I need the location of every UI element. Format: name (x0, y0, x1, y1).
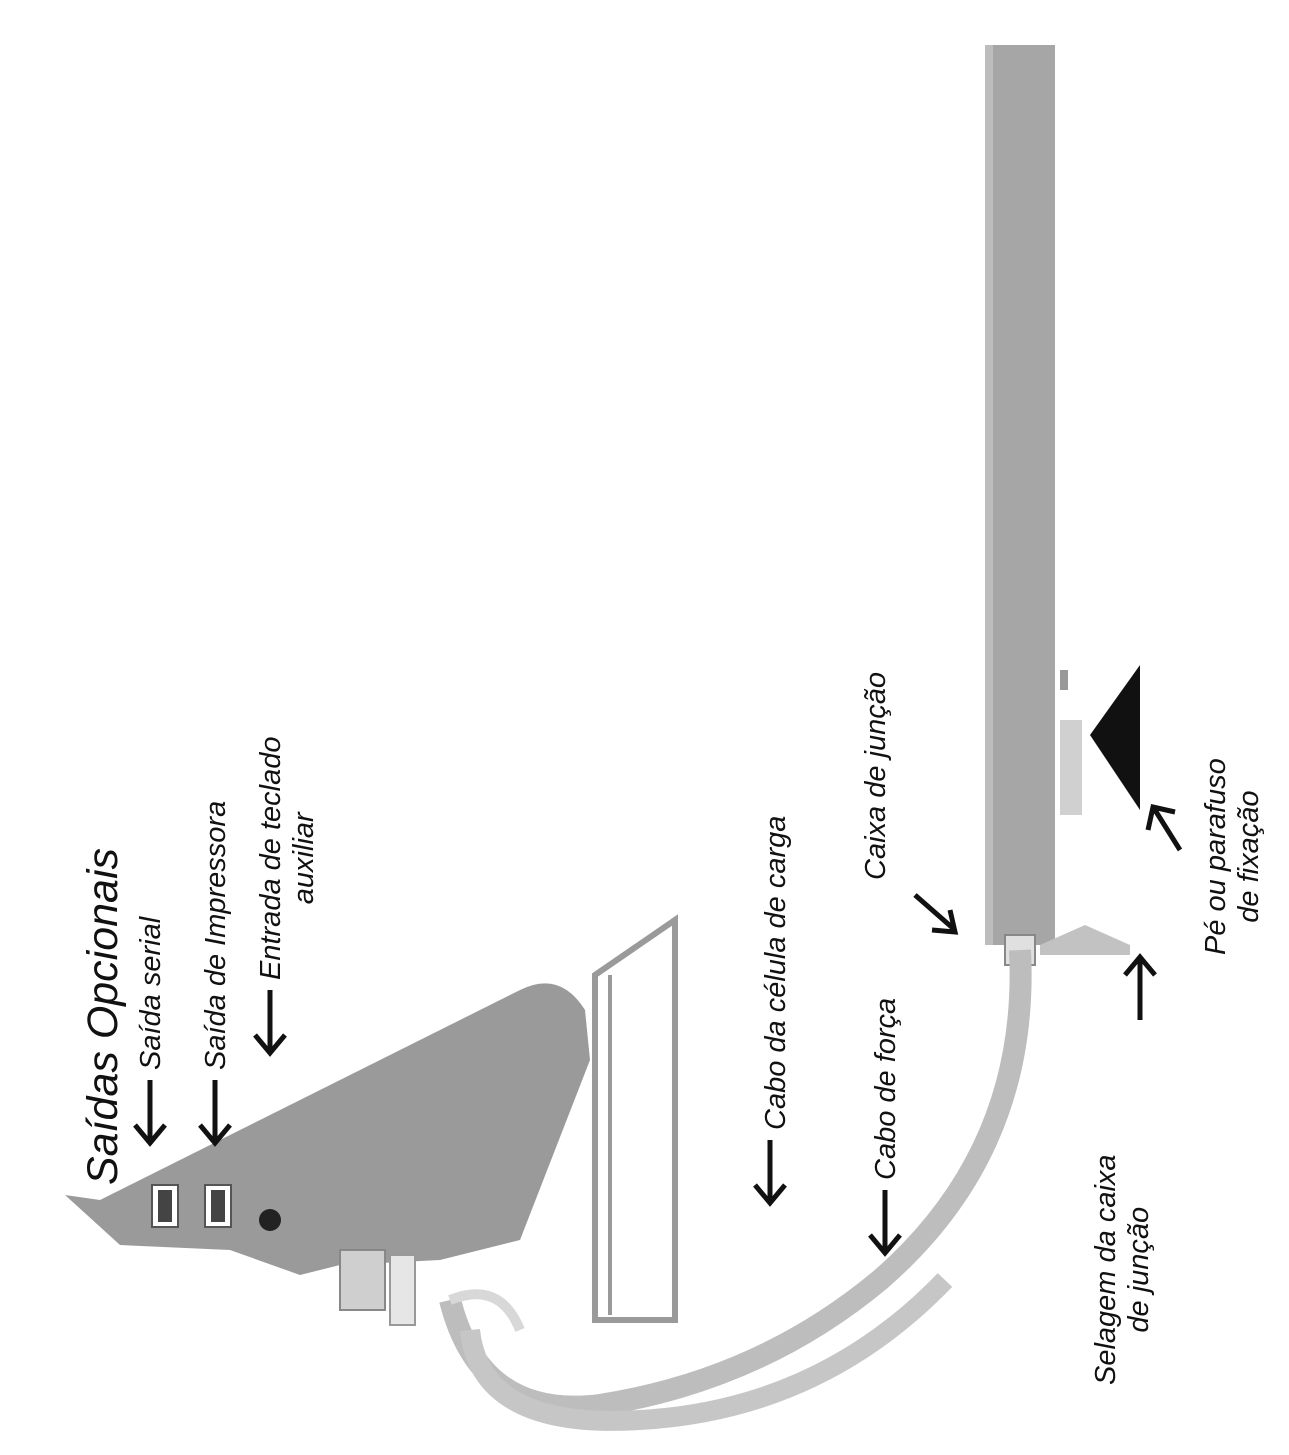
arrow-serial (133, 1080, 167, 1147)
label-seal-line1: Selagem da caixa (1090, 1154, 1122, 1385)
label-foot: Pé ou parafuso de fixação (1200, 758, 1266, 955)
label-seal-line2: de junção (1123, 1206, 1155, 1333)
arrow-keyboard (253, 990, 287, 1057)
indicator-housing (65, 983, 590, 1275)
junction-box-small (1060, 670, 1068, 690)
arrow-power (868, 1190, 902, 1257)
arrow-seal (1123, 953, 1157, 1020)
junction-box (1060, 720, 1082, 815)
diagram-title: Saídas Opcionais (79, 847, 127, 1185)
foot-triangle (1090, 665, 1140, 810)
label-keyboard-line1: Entrada de teclado (255, 736, 287, 980)
junction-seal (1040, 925, 1130, 955)
label-keyboard-input: Entrada de teclado auxiliar (255, 737, 321, 980)
label-power-cable: Cabo de força (870, 997, 902, 1180)
printer-connector-pins (211, 1190, 225, 1222)
label-foot-line1: Pé ou parafuso (1200, 758, 1232, 955)
power-cable (460, 1273, 953, 1431)
serial-connector-pins (158, 1190, 172, 1222)
platform-edge (985, 45, 993, 945)
scale-platform (985, 45, 1055, 945)
keyboard-port (259, 1209, 281, 1231)
arrow-junction-box (913, 893, 959, 935)
arrow-printer (198, 1080, 232, 1147)
label-junction-seal: Selagem da caixa de junção (1090, 1154, 1156, 1385)
cable-loop (448, 1289, 525, 1333)
indicator-bracket-2 (389, 1254, 416, 1326)
label-foot-line2: de fixação (1233, 790, 1265, 923)
arrow-foot (1145, 804, 1183, 852)
label-printer-output: Saída de Impressora (200, 800, 232, 1070)
label-junction-box: Caixa de junção (860, 672, 892, 880)
arrow-load-cell (753, 1140, 787, 1207)
label-keyboard-line2: auxiliar (288, 812, 320, 905)
indicator-bracket (339, 1249, 386, 1311)
indicator-stand (592, 914, 678, 1323)
label-load-cell-cable: Cabo da célula de carga (760, 815, 792, 1130)
label-serial-output: Saída serial (135, 916, 167, 1070)
